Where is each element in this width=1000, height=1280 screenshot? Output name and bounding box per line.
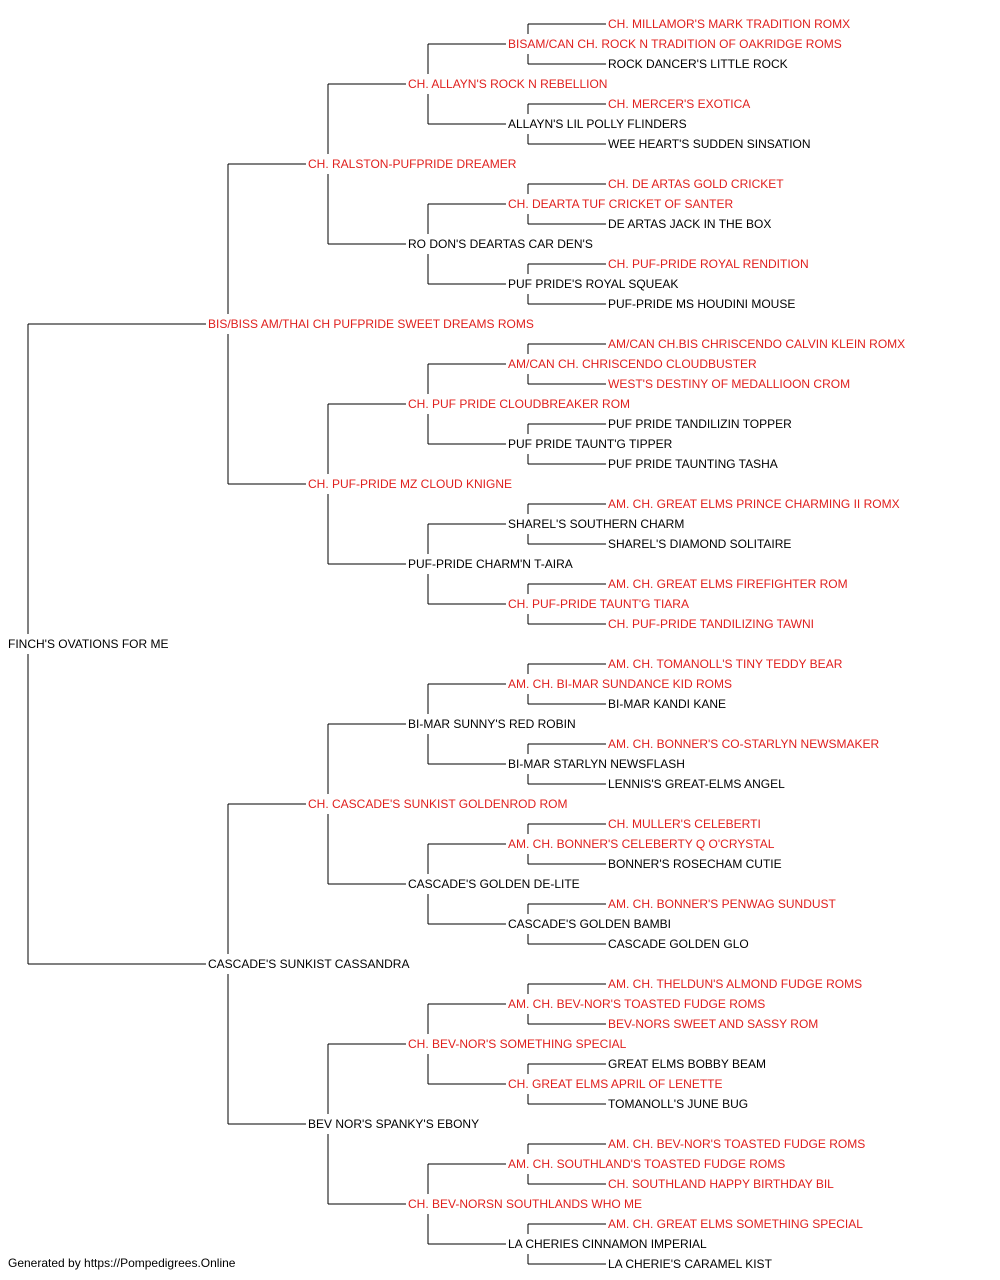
- pedigree-dam-name: CH. SOUTHLAND HAPPY BIRTHDAY BIL: [608, 1177, 834, 1191]
- pedigree-dam-name: DE ARTAS JACK IN THE BOX: [608, 217, 772, 231]
- pedigree-sire-name: AM. CH. BEV-NOR'S TOASTED FUDGE ROMS: [608, 1137, 866, 1151]
- pedigree-sire-name: AM. CH. GREAT ELMS FIREFIGHTER ROM: [608, 577, 848, 591]
- pedigree-dam-name: PUF-PRIDE CHARM'N T-AIRA: [408, 557, 573, 571]
- pedigree-sire-name: CH. CASCADE'S SUNKIST GOLDENROD ROM: [308, 797, 568, 811]
- pedigree-dam-name: TOMANOLL'S JUNE BUG: [608, 1097, 749, 1111]
- pedigree-sire-name: BISAM/CAN CH. ROCK N TRADITION OF OAKRID…: [508, 37, 842, 51]
- pedigree-dam-name: BONNER'S ROSECHAM CUTIE: [608, 857, 782, 871]
- pedigree-dam-name: BEV NOR'S SPANKY'S EBONY: [308, 1117, 480, 1131]
- pedigree-dam-name: LENNIS'S GREAT-ELMS ANGEL: [608, 777, 785, 791]
- pedigree-dam-name: ROCK DANCER'S LITTLE ROCK: [608, 57, 788, 71]
- pedigree-sire-name: AM. CH. GREAT ELMS PRINCE CHARMING II RO…: [608, 497, 900, 511]
- pedigree-sire-name: AM. CH. TOMANOLL'S TINY TEDDY BEAR: [608, 657, 843, 671]
- pedigree-sire-name: CH. DEARTA TUF CRICKET OF SANTER: [508, 197, 734, 211]
- pedigree-sire-name: CH. MERCER'S EXOTICA: [608, 97, 751, 111]
- pedigree-sire-name: AM/CAN CH.BIS CHRISCENDO CALVIN KLEIN RO…: [608, 337, 906, 351]
- pedigree-sire-name: SHAREL'S SOUTHERN CHARM: [508, 517, 685, 531]
- pedigree-sire-name: CH. ALLAYN'S ROCK N REBELLION: [408, 77, 608, 91]
- pedigree-dam-name: WEST'S DESTINY OF MEDALLIOON CROM: [608, 377, 851, 391]
- pedigree-dam-name: CASCADE'S GOLDEN DE-LITE: [408, 877, 580, 891]
- pedigree-sire-name: AM. CH. BONNER'S PENWAG SUNDUST: [608, 897, 836, 911]
- pedigree-sire-name: GREAT ELMS BOBBY BEAM: [608, 1057, 767, 1071]
- pedigree-sire-name: AM/CAN CH. CHRISCENDO CLOUDBUSTER: [508, 357, 757, 371]
- pedigree-sire-name: CH. BEV-NOR'S SOMETHING SPECIAL: [408, 1037, 627, 1051]
- pedigree-dam-name: ALLAYN'S LIL POLLY FLINDERS: [508, 117, 687, 131]
- pedigree-sire-name: CH. MILLAMOR'S MARK TRADITION ROMX: [608, 17, 851, 31]
- pedigree-sire-name: AM. CH. BEV-NOR'S TOASTED FUDGE ROMS: [508, 997, 766, 1011]
- pedigree-sire-name: CH. PUF PRIDE CLOUDBREAKER ROM: [408, 397, 631, 411]
- pedigree-sire-name: CH. PUF-PRIDE ROYAL RENDITION: [608, 257, 809, 271]
- pedigree-dam-name: CH. BEV-NORSN SOUTHLANDS WHO ME: [408, 1197, 643, 1211]
- pedigree-dam-name: SHAREL'S DIAMOND SOLITAIRE: [608, 537, 792, 551]
- pedigree-dam-name: LA CHERIES CINNAMON IMPERIAL: [508, 1237, 707, 1251]
- pedigree-dam-name: PUF-PRIDE MS HOUDINI MOUSE: [608, 297, 796, 311]
- pedigree-sire-name: AM. CH. THELDUN'S ALMOND FUDGE ROMS: [608, 977, 863, 991]
- pedigree-dam-name: CASCADE GOLDEN GLO: [608, 937, 749, 951]
- pedigree-sire-name: PUF PRIDE TANDILIZIN TOPPER: [608, 417, 792, 431]
- pedigree-dam-name: BI-MAR STARLYN NEWSFLASH: [508, 757, 685, 771]
- pedigree-dam-name: WEE HEART'S SUDDEN SINSATION: [608, 137, 811, 151]
- pedigree-dam-name: BEV-NORS SWEET AND SASSY ROM: [608, 1017, 819, 1031]
- pedigree-dam-name: PUF PRIDE'S ROYAL SQUEAK: [508, 277, 679, 291]
- pedigree-dam-name: PUF PRIDE TAUNTING TASHA: [608, 457, 778, 471]
- pedigree-sire-name: BI-MAR SUNNY'S RED ROBIN: [408, 717, 576, 731]
- pedigree-dam-name: CASCADE'S GOLDEN BAMBI: [508, 917, 671, 931]
- pedigree-dam-name: BI-MAR KANDI KANE: [608, 697, 727, 711]
- pedigree-sire-name: AM. CH. GREAT ELMS SOMETHING SPECIAL: [608, 1217, 863, 1231]
- footer-credit: Generated by https://Pompedigrees.Online: [8, 1256, 236, 1270]
- pedigree-dam-name: CH. PUF-PRIDE TANDILIZING TAWNI: [608, 617, 815, 631]
- pedigree-sire-name: CH. DE ARTAS GOLD CRICKET: [608, 177, 784, 191]
- pedigree-dam-name: CH. GREAT ELMS APRIL OF LENETTE: [508, 1077, 723, 1091]
- pedigree-sire-name: BIS/BISS AM/THAI CH PUFPRIDE SWEET DREAM…: [208, 317, 534, 331]
- pedigree-dam-name: CASCADE'S SUNKIST CASSANDRA: [208, 957, 410, 971]
- pedigree-sire-name: AM. CH. BI-MAR SUNDANCE KID ROMS: [508, 677, 733, 691]
- pedigree-sire-name: CH. MULLER'S CELEBERTI: [608, 817, 761, 831]
- pedigree-dam-name: CH. PUF-PRIDE TAUNT'G TIARA: [508, 597, 689, 611]
- pedigree-dam-name: PUF PRIDE TAUNT'G TIPPER: [508, 437, 673, 451]
- pedigree-subject-name: FINCH'S OVATIONS FOR ME: [8, 637, 169, 651]
- pedigree-dam-name: RO DON'S DEARTAS CAR DEN'S: [408, 237, 593, 251]
- pedigree-sire-name: AM. CH. BONNER'S CELEBERTY Q O'CRYSTAL: [508, 837, 775, 851]
- pedigree-sire-name: CH. RALSTON-PUFPRIDE DREAMER: [308, 157, 517, 171]
- pedigree-sire-name: AM. CH. SOUTHLAND'S TOASTED FUDGE ROMS: [508, 1157, 786, 1171]
- pedigree-sire-name: AM. CH. BONNER'S CO-STARLYN NEWSMAKER: [608, 737, 880, 751]
- pedigree-dam-name: CH. PUF-PRIDE MZ CLOUD KNIGNE: [308, 477, 513, 491]
- pedigree-dam-name: LA CHERIE'S CARAMEL KIST: [608, 1257, 772, 1271]
